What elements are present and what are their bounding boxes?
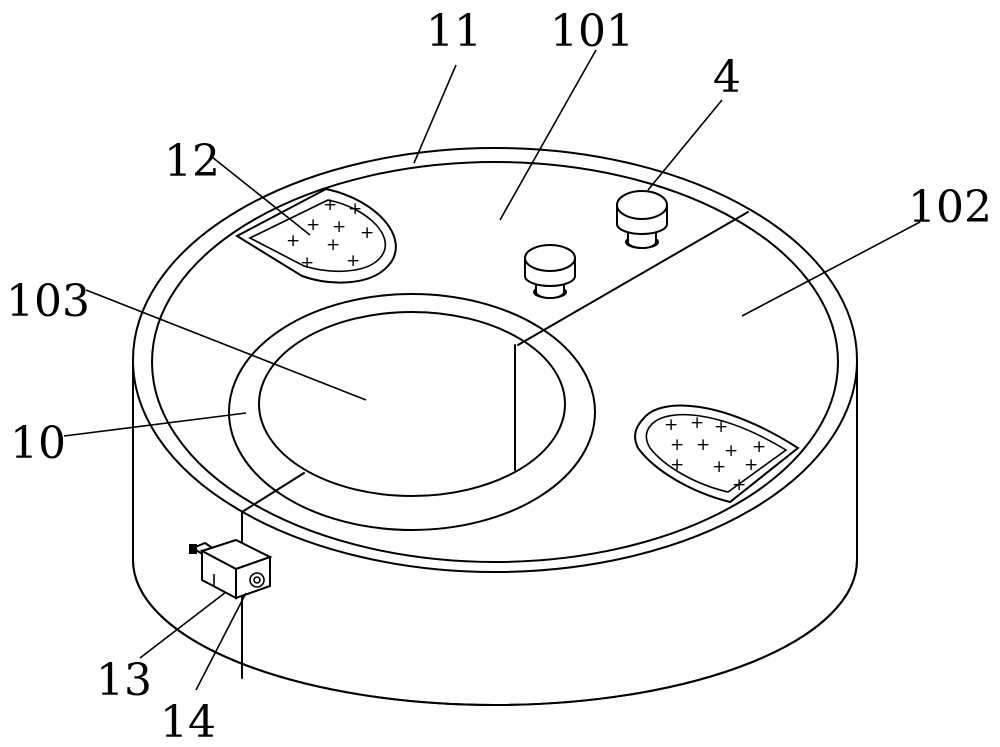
label-12: 12	[164, 136, 220, 187]
left-pad-plus-mark: +	[300, 253, 314, 273]
left-pad-plus-mark: +	[286, 231, 300, 251]
inner-rim	[151, 161, 839, 563]
central-cavity	[258, 311, 566, 497]
right-pad-plus-mark: +	[714, 417, 728, 437]
right-pad-plus-mark: +	[690, 413, 704, 433]
label-4: 4	[713, 52, 741, 103]
right-pad-plus-mark: +	[670, 455, 684, 475]
label-103: 103	[6, 276, 90, 327]
left-pad-plus-mark: +	[360, 223, 374, 243]
knob-left	[524, 244, 576, 299]
label-101: 101	[550, 6, 634, 57]
label-11: 11	[426, 6, 482, 57]
right-pad-plus-mark: +	[670, 435, 684, 455]
left-pad-plus-mark: +	[346, 251, 360, 271]
left-pad-plus-mark: +	[306, 215, 320, 235]
leader-lines	[63, 49, 921, 691]
right-pad-plus-mark: +	[744, 455, 758, 475]
left-pad-plus-mark: +	[348, 199, 362, 219]
right-pad-marks: +++++++++++	[664, 413, 766, 495]
left-pad	[234, 187, 397, 284]
label-13: 13	[96, 655, 152, 706]
right-pad-plus-mark: +	[724, 441, 738, 461]
left-pad-plus-mark: +	[332, 217, 346, 237]
right-pad-plus-mark: +	[732, 475, 746, 495]
right-pad-plus-mark: +	[664, 415, 678, 435]
label-10: 10	[10, 418, 66, 469]
right-pad-plus-mark: +	[752, 437, 766, 457]
partition-lines	[241, 211, 749, 679]
ring-outer	[228, 293, 596, 531]
left-pad-marks: +++++++++	[286, 195, 374, 273]
right-pad-plus-mark: +	[696, 435, 710, 455]
left-pad-plus-mark: +	[326, 235, 340, 255]
label-102: 102	[908, 182, 992, 233]
knob-right	[616, 190, 668, 249]
label-14: 14	[160, 697, 216, 747]
right-pad	[634, 404, 800, 504]
reference-labels: 11 101 4 12 102 103 10 13 14	[6, 6, 992, 747]
side-connector	[189, 538, 273, 600]
left-pad-plus-mark: +	[323, 195, 337, 215]
right-pad-plus-mark: +	[712, 457, 726, 477]
central-ring	[228, 293, 596, 531]
